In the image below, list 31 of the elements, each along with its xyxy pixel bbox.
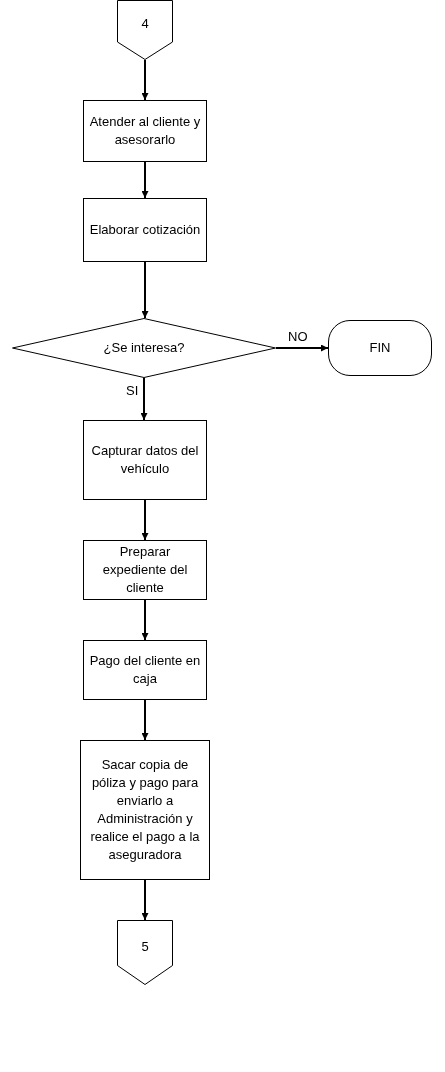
arrow: [141, 59, 149, 101]
arrow: [141, 599, 149, 641]
process-box: [83, 640, 207, 700]
process-box: [83, 100, 207, 162]
arrow: [141, 161, 149, 199]
node-text: Atender al cliente y asesorarlo: [88, 113, 202, 149]
offpage-connector: [117, 920, 173, 985]
node-text: Preparar expediente del cliente: [101, 543, 189, 597]
node-text: Elaborar cotización: [88, 221, 202, 239]
node-text: 4: [140, 15, 150, 33]
node-text: 5: [140, 937, 150, 956]
arrow: [275, 344, 329, 352]
process-box: [83, 420, 207, 500]
arrow: [141, 499, 149, 541]
arrow: [141, 879, 149, 921]
arrow: [140, 377, 148, 421]
arrow: [141, 699, 149, 741]
edge-label: SI: [126, 384, 139, 397]
node-text: Sacar copia de póliza y pago para enviarlo a Administración y realice el pago a la aseguradora: [89, 756, 201, 864]
node-text: ¿Se interesa?: [102, 339, 186, 357]
process-box: [80, 740, 210, 880]
node-text: Pago del cliente en caja: [88, 652, 202, 688]
process-box: [83, 198, 207, 262]
terminal-shape: [328, 320, 432, 376]
arrow: [141, 261, 149, 319]
edge-label: NO: [288, 330, 308, 343]
node-text: Capturar datos del vehículo: [90, 442, 200, 478]
node-text: FIN: [368, 339, 392, 357]
process-box: [83, 540, 207, 600]
decision-diamond: [12, 318, 276, 378]
offpage-connector: [117, 0, 173, 60]
